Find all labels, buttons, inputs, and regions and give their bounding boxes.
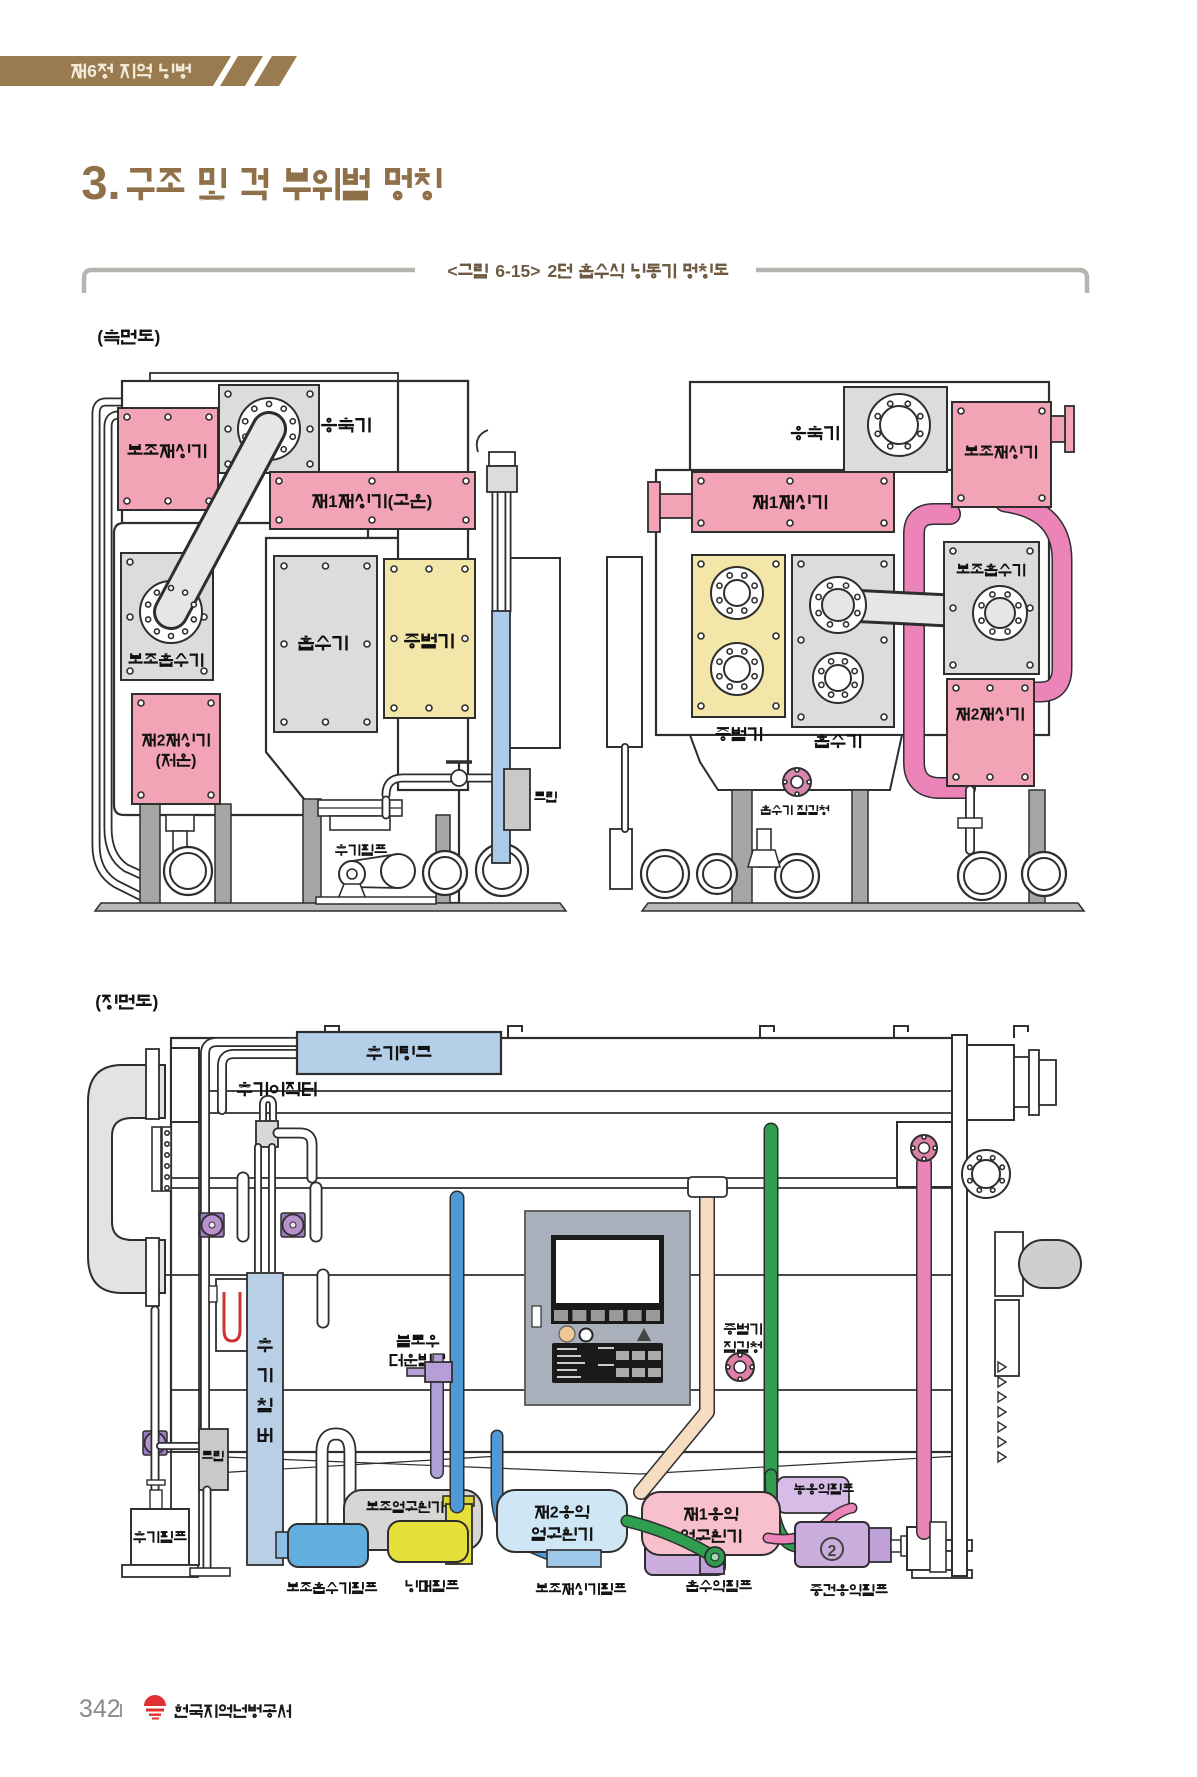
svg-text:1: 1 (769, 493, 778, 512)
svg-text:6: 6 (87, 61, 97, 81)
svg-text:(: ( (95, 992, 101, 1012)
svg-text:): ) (427, 492, 433, 511)
svg-text:2: 2 (548, 261, 558, 281)
svg-text:1: 1 (328, 492, 337, 511)
svg-text:2: 2 (157, 732, 166, 749)
svg-text:342: 342 (79, 1695, 121, 1723)
svg-text:1: 1 (699, 1507, 708, 1524)
svg-text:2: 2 (550, 1505, 559, 1522)
svg-text:2: 2 (971, 706, 980, 723)
svg-text:3.: 3. (81, 156, 120, 209)
svg-text:<: < (447, 261, 457, 281)
svg-text:): ) (191, 752, 196, 769)
svg-text:): ) (154, 327, 160, 347)
svg-text:(: ( (97, 327, 103, 347)
svg-text:6-15>: 6-15> (495, 261, 540, 281)
svg-text:(: ( (156, 752, 162, 769)
svg-text:): ) (152, 992, 158, 1012)
svg-text:(: ( (388, 492, 394, 511)
svg-text:2: 2 (828, 1543, 837, 1560)
